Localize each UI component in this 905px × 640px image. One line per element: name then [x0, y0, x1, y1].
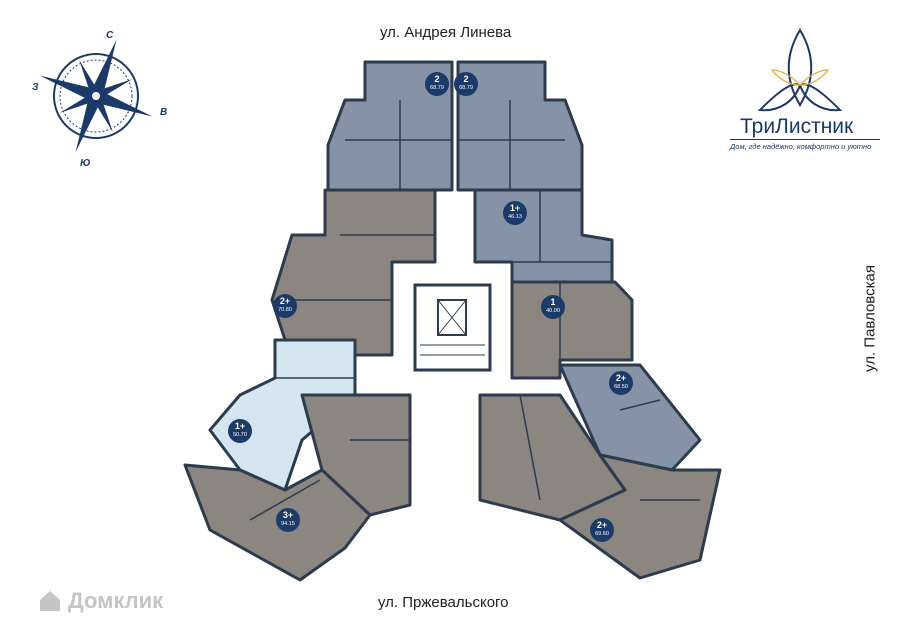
badge-rooms: 1+	[234, 421, 246, 431]
badge-area: 68.79	[459, 85, 473, 91]
logo-divider	[730, 139, 880, 140]
badge-area: 50.70	[233, 432, 247, 438]
badge-area: 46.13	[508, 214, 522, 220]
street-label-bottom: ул. Пржевальского	[378, 594, 509, 611]
unit-2plus-left[interactable]	[270, 188, 437, 357]
badge-rooms: 1+	[509, 203, 521, 213]
unit-2-left-top[interactable]	[326, 60, 454, 192]
apartment-badge[interactable]: 3+94.15	[276, 508, 300, 532]
badge-rooms: 3+	[282, 510, 294, 520]
badge-area: 68.79	[430, 85, 444, 91]
badge-area: 40.00	[546, 308, 560, 314]
stair-elevator-core	[413, 283, 492, 372]
compass-north-label: С	[106, 30, 114, 41]
badge-rooms: 1	[550, 297, 556, 307]
compass-south-label: Ю	[80, 158, 91, 169]
badge-area: 70.80	[278, 307, 292, 313]
interior-walls	[249, 100, 700, 521]
badge-rooms: 2	[434, 74, 440, 84]
trilistnik-logo-icon	[757, 28, 843, 112]
badge-rooms: 2+	[615, 373, 627, 383]
apartment-badge[interactable]: 1+50.70	[228, 419, 252, 443]
unit-2plus-right-bottom[interactable]	[558, 453, 722, 580]
apartment-badge[interactable]: 1+46.13	[503, 201, 527, 225]
badge-area: 68.50	[614, 384, 628, 390]
unit-left-middle[interactable]	[300, 393, 412, 517]
watermark-text: Домклик	[68, 588, 164, 613]
unit-2plus-right-blue[interactable]	[558, 363, 702, 472]
badge-area: 69.60	[595, 531, 609, 537]
logo-slogan: Дом, где надёжно, комфортно и уютно	[730, 142, 872, 151]
domclick-watermark: Домклик	[38, 588, 163, 614]
badge-rooms: 2+	[279, 296, 291, 306]
house-icon	[40, 591, 60, 611]
apartment-badge[interactable]: 2+68.50	[609, 371, 633, 395]
compass-east-label: В	[160, 107, 168, 118]
compass-rose-icon	[39, 39, 153, 153]
logo-name: ТриЛистник	[740, 115, 854, 138]
apartment-badge[interactable]: 2+69.60	[590, 518, 614, 542]
apartment-badge[interactable]: 2+70.80	[273, 294, 297, 318]
compass-west-label: З	[32, 82, 39, 93]
street-label-top: ул. Андрея Линева	[380, 24, 512, 41]
badge-rooms: 2+	[596, 520, 608, 530]
badge-rooms: 2	[463, 74, 469, 84]
badge-area: 94.15	[281, 521, 295, 527]
unit-1plus-right[interactable]	[473, 188, 614, 284]
